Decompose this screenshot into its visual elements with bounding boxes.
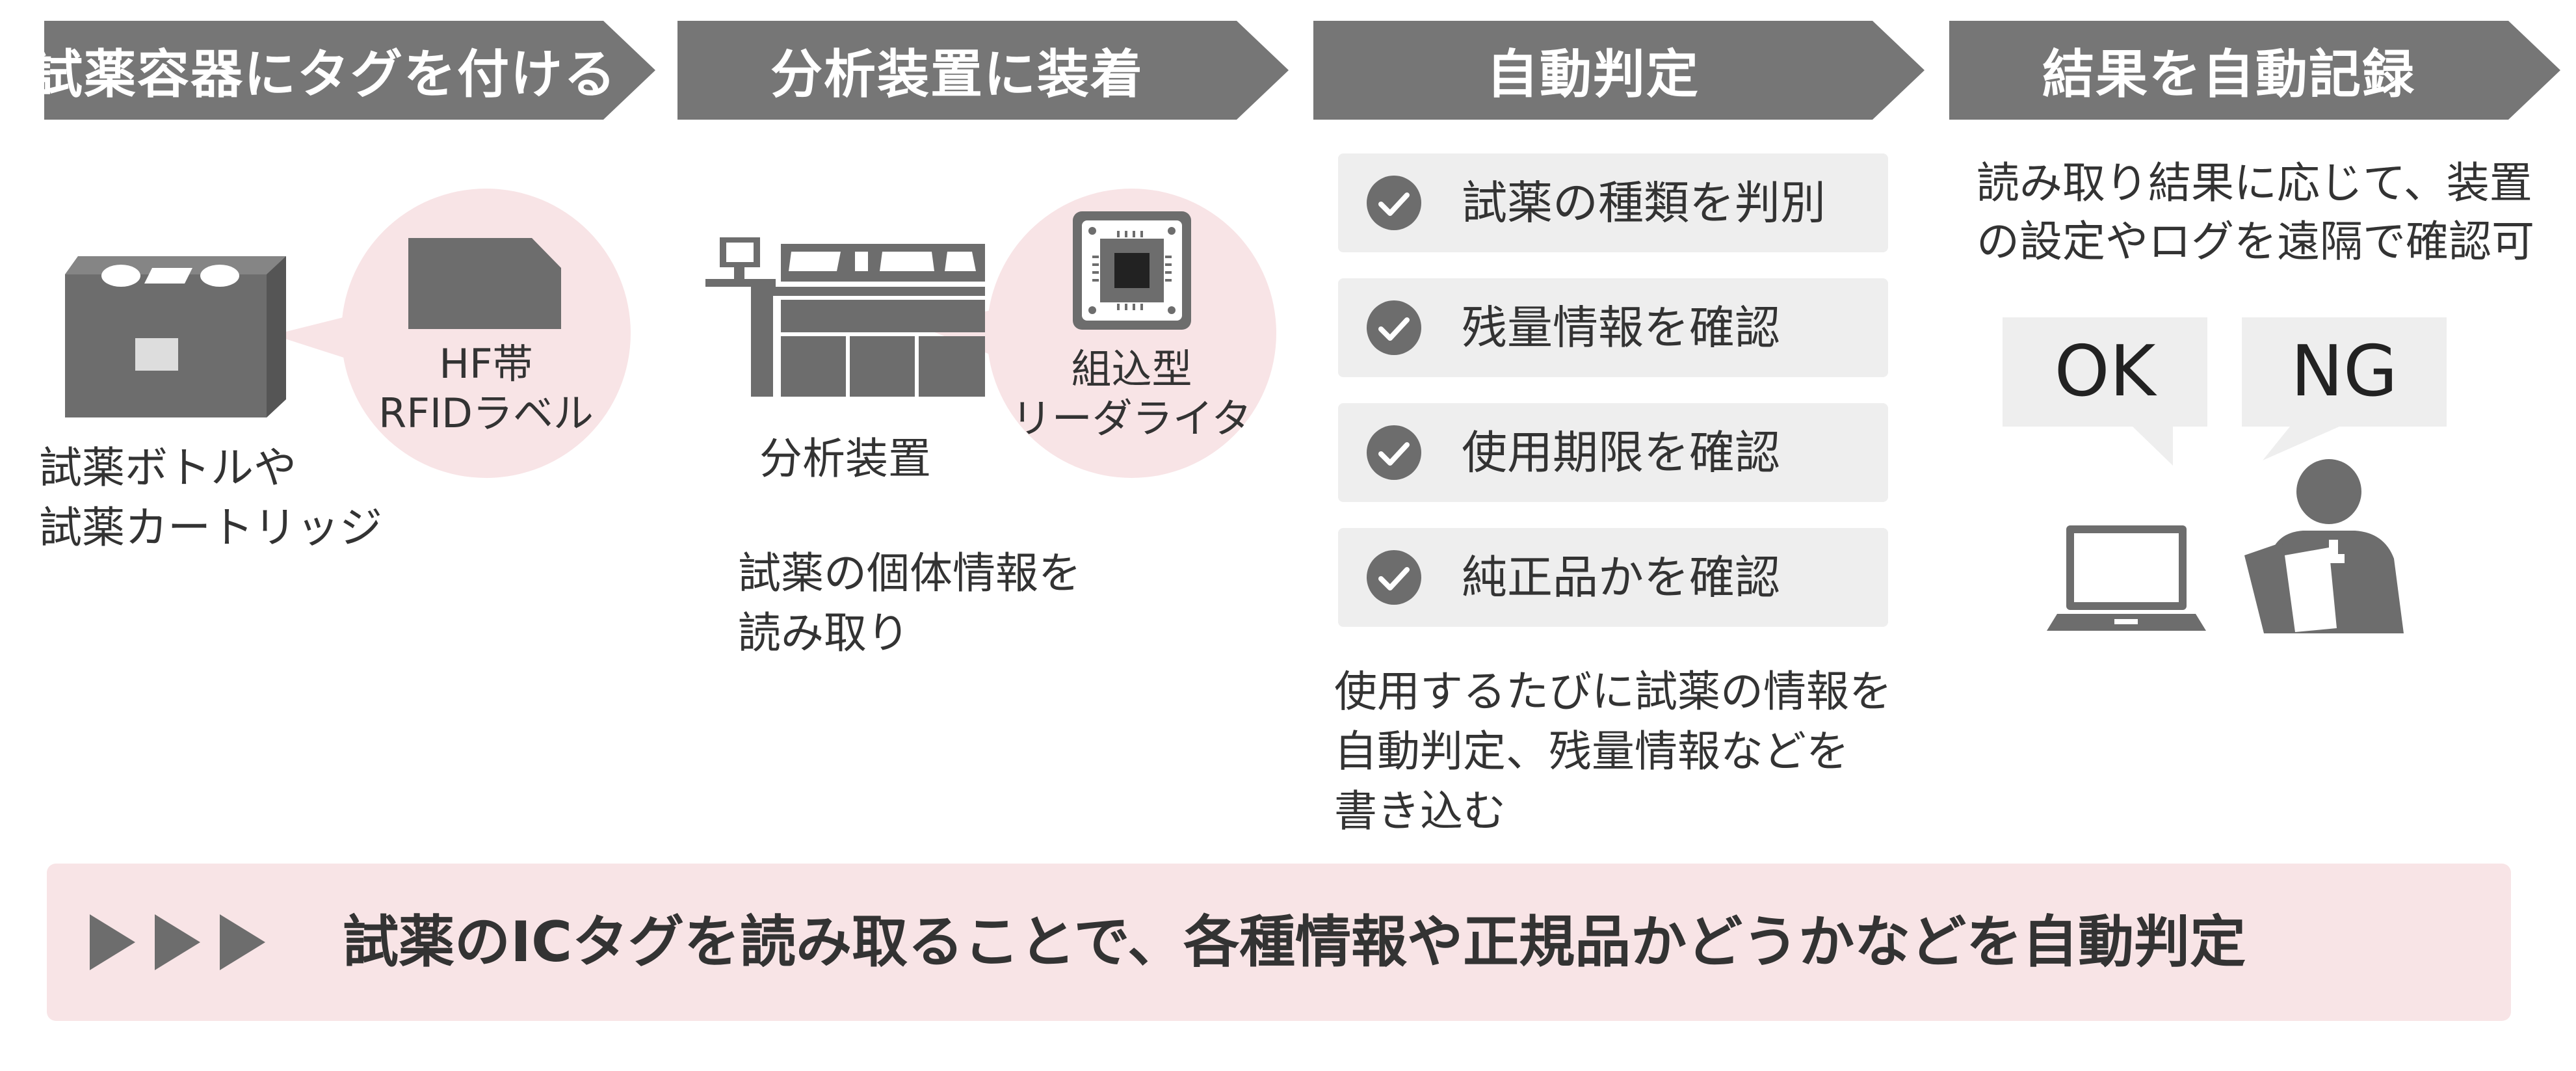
- container-caption-line1: 試薬ボトルや: [39, 443, 296, 493]
- checkmark-icon: [1367, 176, 1421, 230]
- step-header-1: 試薬容器にタグを付ける: [31, 21, 655, 120]
- triple-triangle-icon: [90, 914, 265, 970]
- arrow-shape: [1313, 21, 1925, 120]
- judgement-desc-line1: 使用するたびに試薬の情報を: [1334, 667, 1892, 717]
- check-item: 使用期限を確認: [1338, 403, 1888, 502]
- record-desc-line1: 読み取り結果に応じて、装置: [1977, 158, 2532, 208]
- laptop-icon: [2047, 525, 2206, 631]
- step-header-2: 分析装置に装着: [677, 21, 1289, 120]
- rfid-tag-bubble: [341, 189, 631, 478]
- record-desc-line2: の設定やログを遠隔で確認可: [1977, 217, 2534, 267]
- rfid-label-line2: RFIDラベル: [378, 390, 594, 437]
- ng-label: NG: [2291, 331, 2398, 412]
- judgement-desc-line2: 自動判定、残量情報などを: [1334, 726, 1849, 776]
- arrow-shape: [1949, 21, 2560, 120]
- reagent-box-icon: [65, 256, 286, 417]
- checkmark-icon: [1367, 300, 1421, 355]
- ok-label: OK: [2054, 331, 2156, 412]
- arrow-shape: [44, 21, 655, 120]
- analyzer-desc-line2: 読み取り: [738, 608, 910, 658]
- analyzer-icon: [705, 237, 985, 397]
- step-title: 自動判定: [1486, 44, 1700, 105]
- ng-speech-bubble: [2242, 317, 2447, 460]
- arrow-shape: [677, 21, 1289, 120]
- analyzer-label: 分析装置: [759, 434, 931, 484]
- reader-label-line1: 組込型: [1071, 345, 1192, 393]
- checkmark-icon: [1367, 550, 1421, 605]
- summary-banner: 試薬のICタグを読み取ることで、各種情報や正規品かどうかなどを自動判定: [47, 864, 2511, 1021]
- step-header-3: 自動判定: [1313, 21, 1925, 120]
- ok-speech-bubble: [2003, 317, 2207, 466]
- check-label: 使用期限を確認: [1462, 426, 1780, 479]
- step-title: 結果を自動記録: [2042, 44, 2415, 105]
- judgement-desc-line3: 書き込む: [1334, 786, 1506, 836]
- rfid-label-icon: [408, 238, 561, 329]
- check-label: 試薬の種類を判別: [1462, 176, 1826, 230]
- container-caption-line2: 試薬カートリッジ: [39, 503, 382, 553]
- analyzer-desc-line1: 試薬の個体情報を: [738, 548, 1081, 598]
- step-header-4: 結果を自動記録: [1949, 21, 2560, 120]
- check-item: 残量情報を確認: [1338, 278, 1888, 377]
- check-item: 純正品かを確認: [1338, 528, 1888, 627]
- step-title: 試薬容器にタグを付ける: [31, 44, 617, 105]
- check-label: 純正品かを確認: [1462, 551, 1780, 604]
- rfid-label-line1: HF帯: [439, 340, 533, 388]
- check-item: 試薬の種類を判別: [1338, 153, 1888, 252]
- step-title: 分析装置に装着: [770, 44, 1144, 105]
- check-label: 残量情報を確認: [1462, 301, 1780, 354]
- checkmark-icon: [1367, 425, 1421, 480]
- banner-text: 試薬のICタグを読み取ることで、各種情報や正規品かどうかなどを自動判定: [343, 910, 2246, 975]
- reader-label-line2: リーダライタ: [1011, 395, 1252, 442]
- operator-person-icon: [2244, 459, 2404, 633]
- chip-icon: [1073, 211, 1191, 330]
